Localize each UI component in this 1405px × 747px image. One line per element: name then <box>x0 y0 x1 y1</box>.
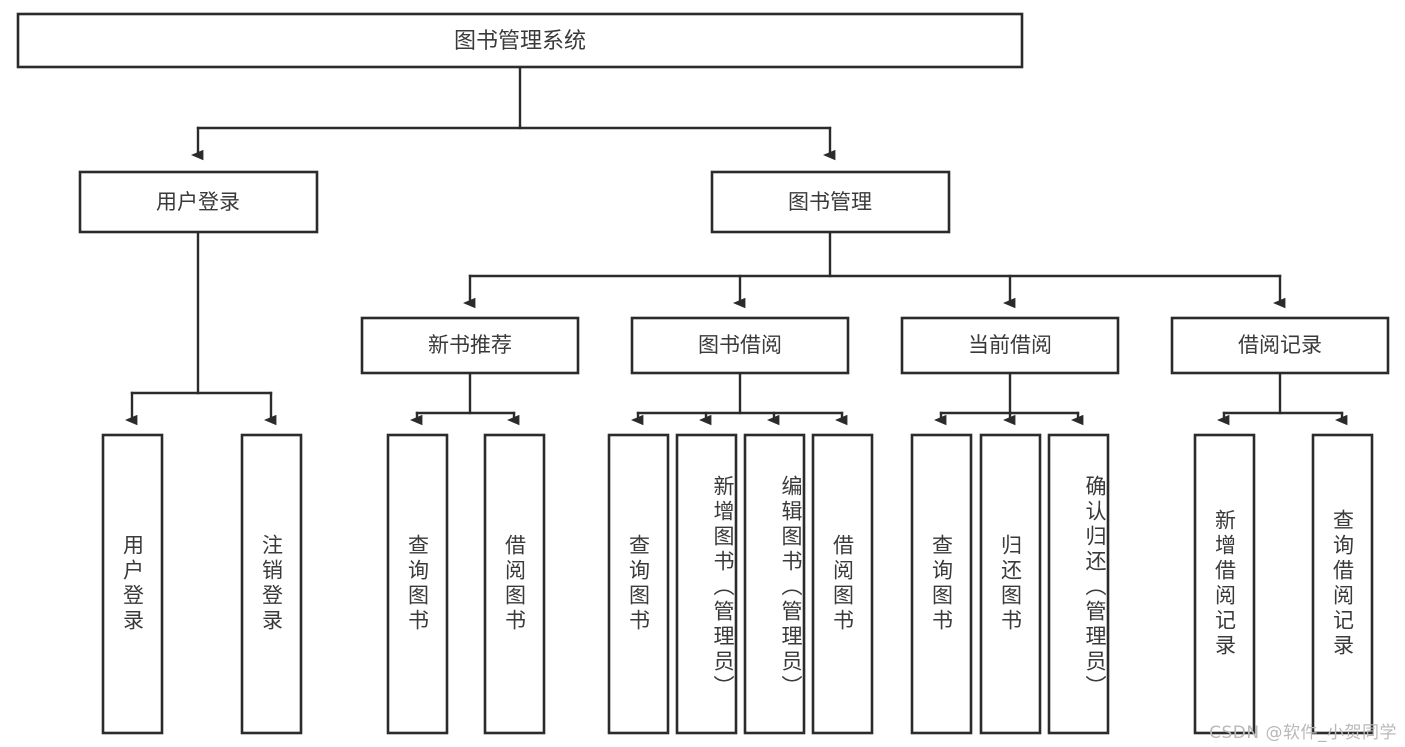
leaf-boxes <box>101 433 1374 735</box>
leaf-box-查询图书-当前借阅[interactable] <box>910 433 973 735</box>
connector-records-to-leaves <box>1217 371 1348 426</box>
leaf-box-查询图书-新书推荐[interactable] <box>386 433 449 735</box>
node-图书借阅[interactable]: 图书借阅 <box>630 316 850 375</box>
csdn-watermark: CSDN @软件_小贺同学 <box>1209 723 1397 743</box>
leaf-box-新增借阅记录[interactable] <box>1193 433 1256 735</box>
node-借阅记录-label: 借阅记录 <box>1238 333 1322 357</box>
connector-newbook-to-leaves <box>410 371 520 426</box>
node-当前借阅[interactable]: 当前借阅 <box>900 316 1120 375</box>
leaf-box-归还图书[interactable] <box>979 433 1042 735</box>
leaf-box-注销登录[interactable] <box>240 433 303 735</box>
node-root-图书管理系统[interactable]: 图书管理系统 <box>16 12 1024 69</box>
leaf-box-编辑图书[interactable] <box>743 433 806 735</box>
connector-bookmgmt-to-level2 <box>463 230 1286 309</box>
leaf-box-用户登录[interactable] <box>101 433 164 735</box>
connector-current-to-leaves <box>934 371 1084 426</box>
node-新书推荐[interactable]: 新书推荐 <box>360 316 580 375</box>
node-借阅记录[interactable]: 借阅记录 <box>1170 316 1390 375</box>
connector-borrow-to-leaves <box>631 371 848 426</box>
node-新书推荐-label: 新书推荐 <box>428 333 512 357</box>
node-图书借阅-label: 图书借阅 <box>698 333 782 357</box>
node-用户登录[interactable]: 用户登录 <box>78 170 319 234</box>
node-root-label: 图书管理系统 <box>454 29 586 54</box>
leaf-box-确认归还[interactable] <box>1047 433 1110 735</box>
leaf-box-新增图书[interactable] <box>675 433 738 735</box>
node-图书管理-label: 图书管理 <box>788 190 872 214</box>
connector-userlogin-to-leaves <box>125 230 277 426</box>
leaf-box-查询图书-图书借阅[interactable] <box>607 433 670 735</box>
connector-root-to-level1 <box>191 65 836 161</box>
node-当前借阅-label: 当前借阅 <box>968 333 1052 357</box>
leaf-box-借阅图书-图书借阅[interactable] <box>811 433 874 735</box>
node-用户登录-label: 用户登录 <box>156 190 240 214</box>
leaf-box-查询借阅记录[interactable] <box>1311 433 1374 735</box>
node-图书管理[interactable]: 图书管理 <box>710 170 951 234</box>
leaf-box-借阅图书-新书推荐[interactable] <box>483 433 546 735</box>
